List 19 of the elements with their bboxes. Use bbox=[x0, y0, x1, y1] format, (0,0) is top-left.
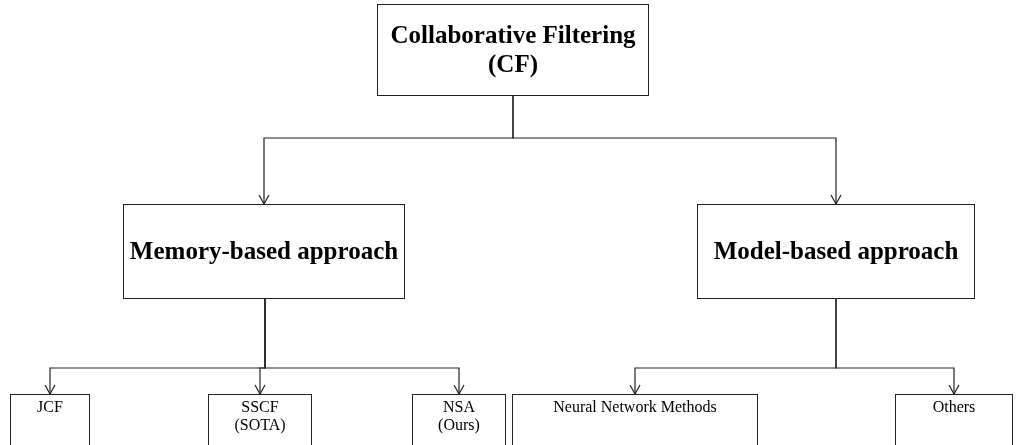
connector-arrow bbox=[512, 95, 842, 205]
box-label: NSA (Ours) bbox=[437, 398, 481, 435]
box-label: Others bbox=[932, 398, 976, 417]
connector-arrow bbox=[264, 298, 465, 395]
category-box bbox=[123, 204, 405, 299]
box-label: Collaborative Filtering (CF) bbox=[389, 21, 637, 79]
box-label: SSCF (SOTA) bbox=[233, 398, 287, 435]
category-box bbox=[208, 394, 312, 445]
category-box bbox=[895, 394, 1013, 445]
category-box bbox=[512, 394, 758, 445]
box-label: JCF bbox=[37, 398, 63, 417]
category-box bbox=[377, 4, 649, 96]
box-label: Neural Network Methods bbox=[553, 398, 717, 417]
category-box bbox=[10, 394, 90, 445]
box-label: Model-based approach bbox=[713, 237, 959, 266]
connector-arrow bbox=[835, 298, 960, 395]
box-label: Memory-based approach bbox=[129, 237, 399, 266]
category-box bbox=[697, 204, 975, 299]
category-box bbox=[412, 394, 506, 445]
